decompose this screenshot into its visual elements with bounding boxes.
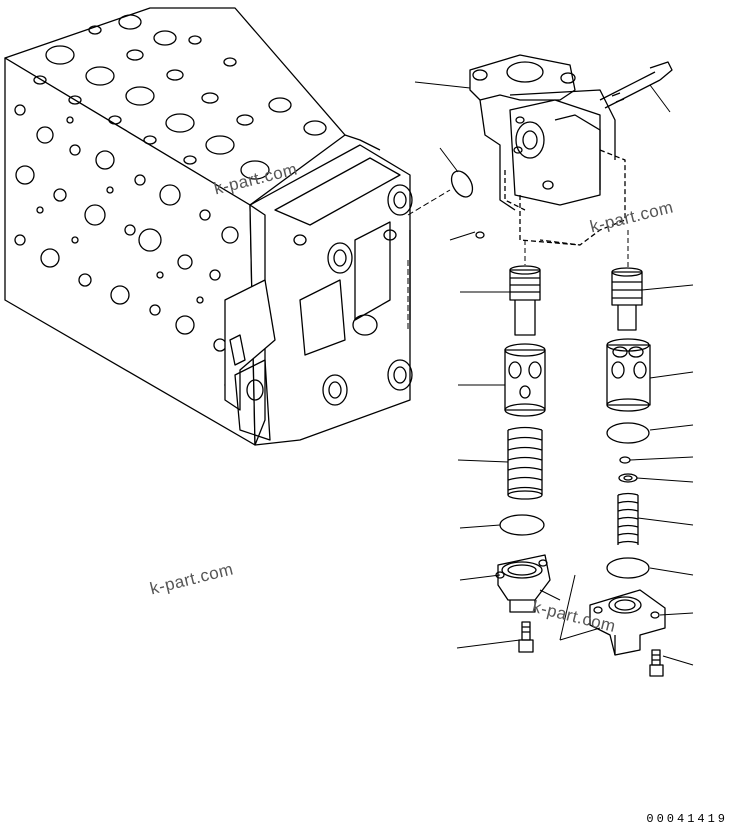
spring-left <box>507 426 543 500</box>
bolt-right <box>649 649 664 677</box>
sleeve-right <box>606 338 651 412</box>
check-ball <box>475 231 485 239</box>
flange-cover-left <box>495 554 551 613</box>
spool-left <box>509 265 541 336</box>
spring-seat-right <box>618 473 638 483</box>
pilot-cover <box>469 54 626 246</box>
shim-right-upper <box>606 422 650 444</box>
sleeve-left <box>504 343 546 417</box>
bolt-left <box>518 621 534 653</box>
valve-section-housing <box>224 144 413 446</box>
mounting-bolt-long <box>599 61 673 109</box>
shim-left <box>499 514 545 536</box>
spring-right <box>617 492 639 545</box>
control-valve-block <box>4 7 381 446</box>
small-ring-right <box>619 456 631 464</box>
spool-right <box>611 267 643 331</box>
leader-lines <box>414 81 694 666</box>
o-ring <box>450 170 474 198</box>
shim-right-lower <box>606 557 650 579</box>
drawing-code: 00041419 <box>646 812 728 826</box>
flange-cover-right <box>589 589 666 656</box>
